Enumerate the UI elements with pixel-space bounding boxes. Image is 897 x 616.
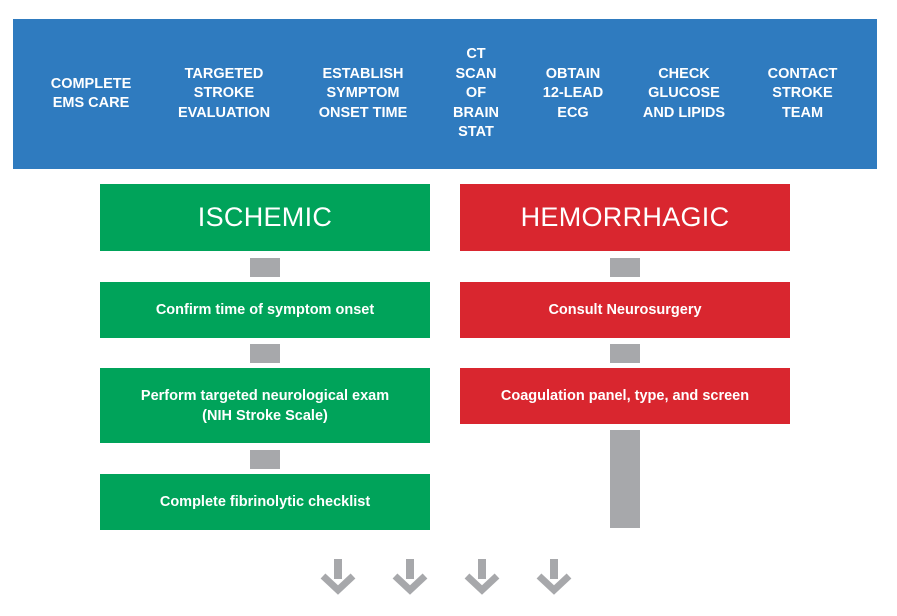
hemorrhagic-connector bbox=[610, 344, 640, 363]
hemorrhagic-title: HEMORRHAGIC bbox=[460, 184, 790, 251]
ischemic-connector bbox=[250, 450, 280, 469]
header-step-establish-symptom-onset: ESTABLISH SYMPTOM ONSET TIME bbox=[318, 65, 408, 121]
ischemic-title: ISCHEMIC bbox=[100, 184, 430, 251]
ischemic-connector bbox=[250, 258, 280, 277]
hemorrhagic-connector-long bbox=[610, 430, 640, 528]
arrow-down-icon bbox=[464, 559, 500, 595]
arrow-down-icon bbox=[392, 559, 428, 595]
header-step-targeted-stroke-evaluation: TARGETED STROKE EVALUATION bbox=[177, 65, 271, 121]
ischemic-step-confirm-onset: Confirm time of symptom onset bbox=[100, 282, 430, 338]
ischemic-connector bbox=[250, 344, 280, 363]
hemorrhagic-step-consult-neurosurgery: Consult Neurosurgery bbox=[460, 282, 790, 338]
header-step-contact-stroke-team: CONTACT STROKE TEAM bbox=[767, 65, 838, 121]
header-step-ct-scan: CT SCAN OF BRAIN STAT bbox=[453, 46, 499, 141]
header-step-complete-ems-care: COMPLETE EMS CARE bbox=[50, 75, 132, 112]
header-step-obtain-ecg: OBTAIN 12-LEAD ECG bbox=[542, 65, 604, 121]
header-step-check-glucose: CHECK GLUCOSE AND LIPIDS bbox=[642, 65, 726, 121]
arrow-down-icon bbox=[536, 559, 572, 595]
header-steps-bar: COMPLETE EMS CARE TARGETED STROKE EVALUA… bbox=[13, 19, 877, 169]
hemorrhagic-step-coagulation-panel: Coagulation panel, type, and screen bbox=[460, 368, 790, 424]
ischemic-step-neuro-exam: Perform targeted neurological exam (NIH … bbox=[100, 368, 430, 443]
hemorrhagic-connector bbox=[610, 258, 640, 277]
ischemic-step-fibrinolytic-checklist: Complete fibrinolytic checklist bbox=[100, 474, 430, 530]
arrow-down-icon bbox=[320, 559, 356, 595]
